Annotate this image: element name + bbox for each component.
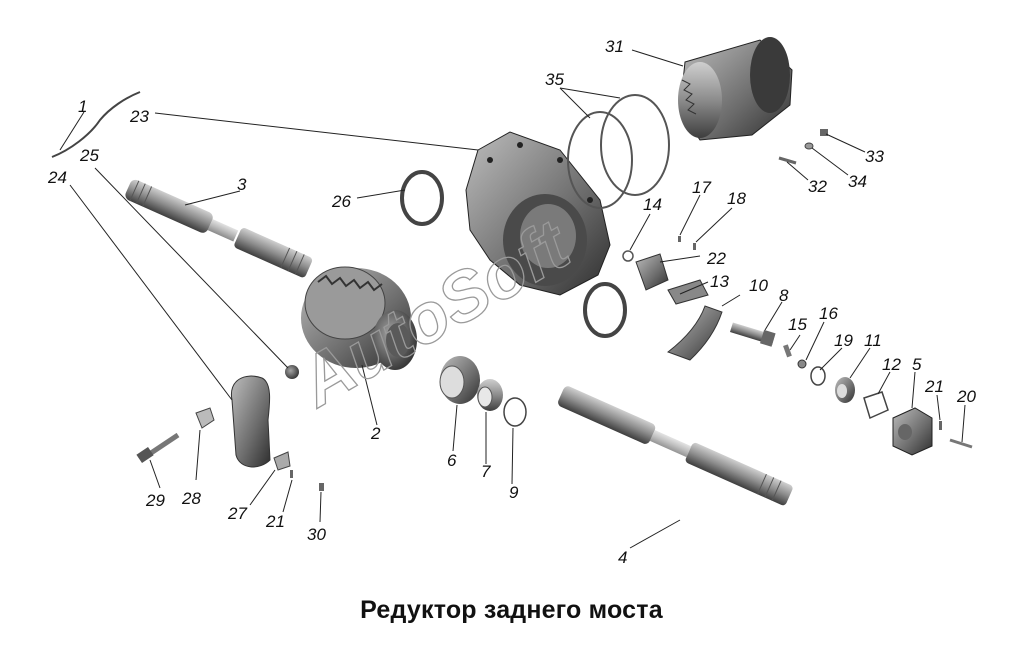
callout-2: 2 — [370, 424, 381, 443]
part-31-pinion-housing — [678, 37, 793, 141]
callout-5: 5 — [912, 355, 922, 374]
callout-3: 3 — [237, 175, 247, 194]
part-27-lockplate — [273, 451, 291, 471]
part-28-plate — [195, 407, 215, 429]
callout-19: 19 — [834, 331, 853, 350]
part-29-bolt — [136, 432, 180, 464]
part-30-pin — [319, 483, 324, 491]
part-35-gaskets — [567, 94, 670, 209]
part-20-bolt — [949, 438, 973, 449]
callout-21-left: 21 — [265, 512, 285, 531]
part-3-halfshaft — [125, 179, 313, 278]
callout-30: 30 — [307, 525, 326, 544]
part-21-pin-right — [939, 421, 942, 430]
diagram-title: Редуктор заднего моста — [360, 596, 663, 624]
callout-17: 17 — [692, 178, 711, 197]
callout-20: 20 — [956, 387, 976, 406]
part-11-bushing — [835, 377, 855, 403]
callout-33: 33 — [865, 147, 884, 166]
part-16-ring — [797, 359, 807, 369]
callout-10: 10 — [749, 276, 768, 295]
callout-23: 23 — [129, 107, 149, 126]
part-10-fork — [666, 305, 723, 361]
part-4-halfshaft — [558, 386, 793, 506]
part-5-cylinder — [892, 407, 933, 456]
part-24-bearing-cap — [230, 375, 271, 468]
part-21-pin-left — [290, 470, 293, 478]
callout-35: 35 — [545, 70, 564, 89]
part-6-bearing — [439, 356, 480, 404]
parts-layer — [51, 37, 973, 506]
part-32-stud — [778, 156, 797, 165]
callout-26: 26 — [331, 192, 351, 211]
callout-25: 25 — [79, 146, 99, 165]
callout-15: 15 — [788, 315, 807, 334]
callout-27: 27 — [227, 504, 247, 523]
part-12-gasket — [863, 391, 889, 420]
leader-lines — [59, 49, 966, 549]
part-14-oring — [622, 250, 634, 262]
callout-labels: 1 2 3 4 5 6 7 8 9 10 11 12 13 14 15 16 1… — [47, 37, 976, 567]
callout-12: 12 — [882, 355, 901, 374]
part-9-snapring — [503, 397, 527, 427]
callout-1: 1 — [78, 97, 87, 116]
callout-4: 4 — [618, 548, 627, 567]
callout-24: 24 — [47, 168, 67, 187]
part-23-housing — [465, 131, 611, 296]
part-34-washer — [804, 142, 814, 150]
callout-11: 11 — [864, 331, 882, 350]
part-ring-lower — [583, 282, 627, 338]
callout-7: 7 — [481, 462, 491, 481]
part-17-pin — [678, 236, 681, 242]
callout-9: 9 — [509, 483, 519, 502]
callout-14: 14 — [643, 195, 662, 214]
callout-28: 28 — [181, 489, 201, 508]
part-18-pin — [693, 243, 696, 250]
callout-21-right: 21 — [924, 377, 944, 396]
part-22-block — [635, 253, 669, 291]
part-19-ring — [810, 366, 826, 386]
callout-18: 18 — [727, 189, 746, 208]
part-1-wire — [51, 91, 141, 158]
part-13-lever — [667, 279, 709, 305]
part-25-ball — [285, 365, 299, 379]
part-15-pin — [783, 344, 792, 358]
part-8-rod — [729, 322, 776, 347]
callout-8: 8 — [779, 286, 789, 305]
callout-34: 34 — [848, 172, 867, 191]
callout-31: 31 — [605, 37, 624, 56]
part-33-nut — [820, 129, 828, 136]
callout-32: 32 — [808, 177, 827, 196]
callout-16: 16 — [819, 304, 838, 323]
part-2-differential — [301, 266, 417, 370]
callout-29: 29 — [145, 491, 165, 510]
part-26-ring — [400, 170, 444, 226]
callout-6: 6 — [447, 451, 457, 470]
callout-22: 22 — [706, 249, 726, 268]
callout-13: 13 — [710, 272, 729, 291]
part-7-ring — [477, 379, 503, 411]
